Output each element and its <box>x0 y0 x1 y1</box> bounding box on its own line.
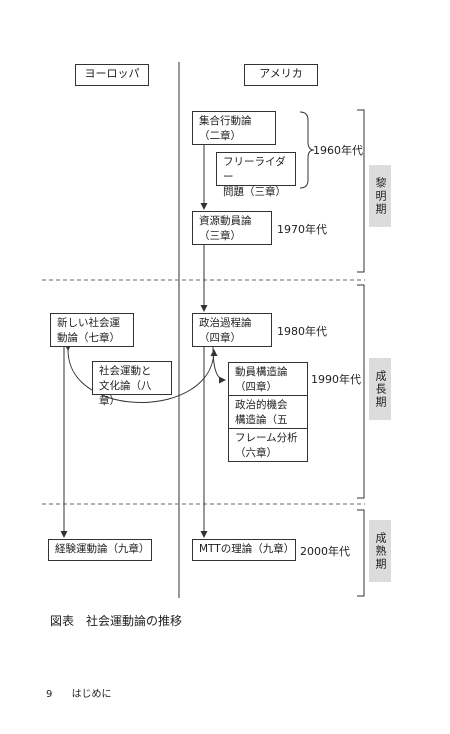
bracket-1960s <box>299 111 315 189</box>
figure-caption: 図表 社会運動論の推移 <box>50 614 183 628</box>
bracket-maturity <box>357 509 365 597</box>
arrow-nsm-political-exchange <box>64 343 218 403</box>
box-resource-mobilization: 資源動員論 （三章） <box>192 211 272 245</box>
page-footer: 9 はじめに <box>46 685 128 700</box>
decade-2000: 2000年代 <box>300 545 350 558</box>
box-political-opportunity: 政治的機会 構造論（五章） <box>228 395 308 441</box>
period-dawn: 黎明期 <box>369 165 391 227</box>
decade-1970: 1970年代 <box>277 223 327 236</box>
box-mobilizing-structures: 動員構造論 （四章） <box>228 362 308 396</box>
period-maturity: 成熟期 <box>369 520 391 582</box>
page-number: 9 <box>46 689 53 700</box>
bracket-growth <box>357 284 365 499</box>
section-title: はじめに <box>71 689 112 700</box>
box-collective-behavior: 集合行動論 （二章） <box>192 111 276 145</box>
decade-1980: 1980年代 <box>277 325 327 338</box>
box-new-social-movements: 新しい社会運 動論（七章） <box>50 313 134 347</box>
box-political-process: 政治過程論 （四章） <box>192 313 272 347</box>
decade-1990: 1990年代 <box>311 373 361 386</box>
column-header-europe: ヨーロッパ <box>75 64 149 86</box>
bracket-dawn <box>357 109 365 273</box>
box-mtt: MTTの理論（九章） <box>192 539 296 561</box>
box-free-rider: フリーライダー 問題（三章） <box>216 152 296 198</box>
decade-1960: 1960年代 <box>313 144 363 157</box>
box-experiential: 経験運動論（九章） <box>48 539 152 561</box>
box-frame-analysis: フレーム分析 （六章） <box>228 428 308 462</box>
column-header-america: アメリカ <box>244 64 318 86</box>
period-growth: 成長期 <box>369 358 391 420</box>
arrow-political-to-mobilizing <box>212 346 226 384</box>
box-social-movement-culture: 社会運動と 文化論（八章） <box>92 361 172 407</box>
